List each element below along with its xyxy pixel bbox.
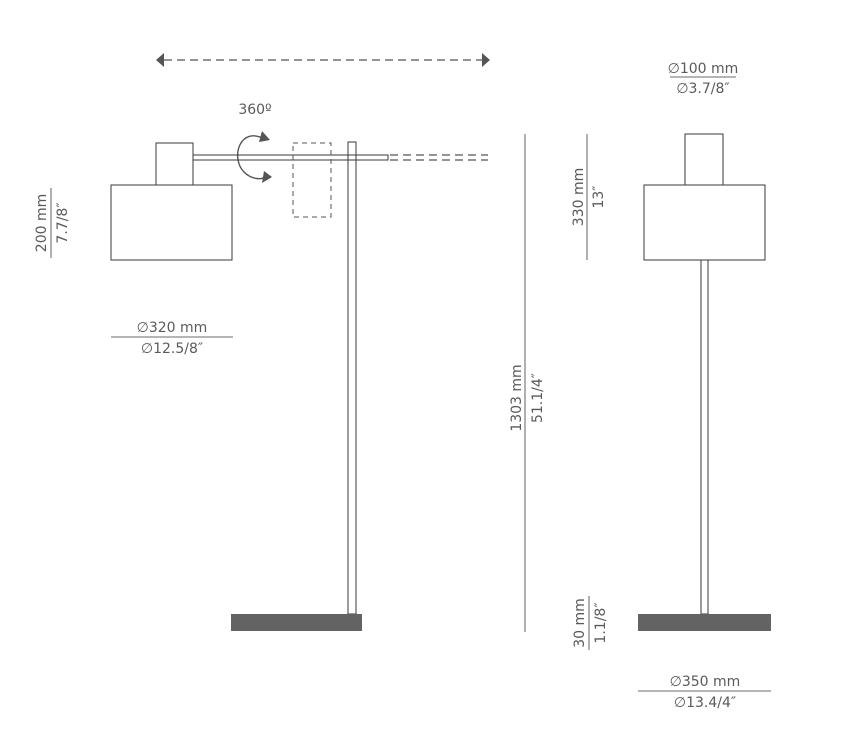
shade-diameter-imperial: ∅12.5/8″ [141, 341, 203, 357]
base-diameter-imperial: ∅13.4/4″ [674, 695, 736, 711]
front-lamp-shade [643, 184, 766, 261]
front-lamp-stem [700, 259, 709, 615]
shade-height-metric: 200 mm [34, 194, 50, 252]
shade-height-imperial: 7.7/8″ [55, 202, 71, 243]
front-lamp-base [638, 614, 771, 631]
front-view: ∅100 mm ∅3.7/8″ 330 mm 13″ 30 mm 1.1/8″ … [571, 61, 771, 711]
rotation-arrow-icon [236, 131, 272, 183]
shade-diameter-metric: ∅320 mm [137, 320, 208, 336]
lamp-base [231, 614, 362, 631]
head-height-metric: 330 mm [571, 168, 587, 226]
lamp-stem [347, 141, 357, 615]
lamp-shade [110, 184, 233, 261]
base-height-imperial: 1.1/8″ [593, 602, 609, 643]
head-height-imperial: 13″ [591, 185, 607, 208]
arrow-left-icon [156, 53, 164, 67]
top-diameter-imperial: ∅3.7/8″ [676, 81, 729, 97]
rotation-label: 360º [238, 102, 271, 118]
base-height-metric: 30 mm [572, 598, 588, 648]
alt-position-outline [292, 142, 332, 218]
top-diameter-metric: ∅100 mm [668, 61, 739, 77]
total-height-imperial: 51.1/4″ [530, 373, 546, 423]
arrow-right-icon [482, 53, 490, 67]
side-view: 360º 200 mm 7.7/8″ ∅320 mm ∅12.5/8″ 1303… [34, 53, 546, 632]
total-height-metric: 1303 mm [509, 364, 525, 431]
front-lamp-cap [684, 133, 724, 186]
lamp-cap [155, 142, 194, 186]
base-diameter-metric: ∅350 mm [670, 674, 741, 690]
lamp-arm [192, 154, 389, 161]
